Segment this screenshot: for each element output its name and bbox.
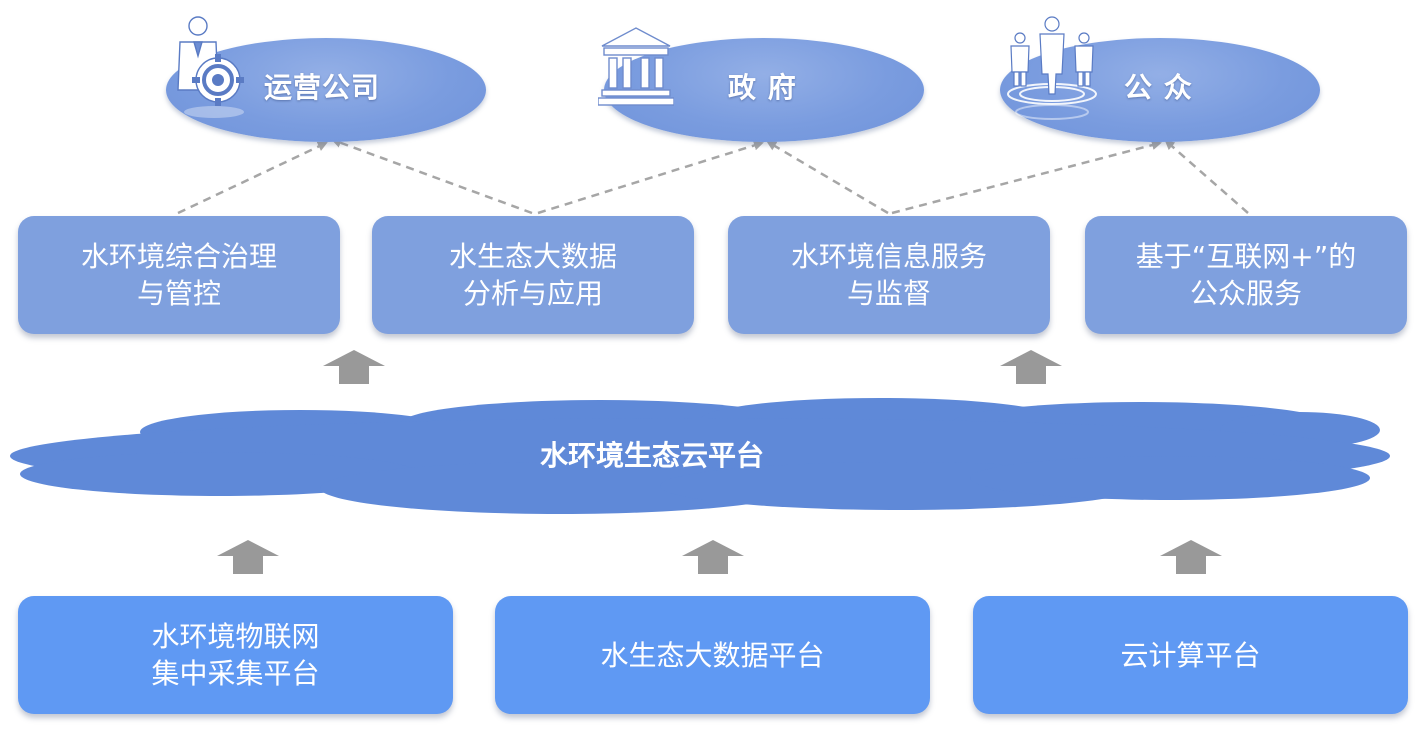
base-box-bigdata-platform: 水生态大数据平台 <box>495 596 930 714</box>
up-arrow-icon <box>682 540 744 574</box>
stakeholder-government-label: 政 府 <box>728 71 797 104</box>
app-box-line2: 公众服务 <box>1189 277 1302 310</box>
app-box-public-service: 基于“互联网+”的 公众服务 <box>1085 216 1407 334</box>
up-arrow-icon <box>1160 540 1222 574</box>
stakeholder-public-label: 公 众 <box>1124 71 1193 104</box>
cloud-platform-label: 水环境生态云平台 <box>540 439 765 472</box>
people-group-icon <box>1007 16 1097 120</box>
base-box-line2: 集中采集平台 <box>151 657 320 690</box>
base-box-line1: 水生态大数据平台 <box>600 638 825 672</box>
business-person-gear-icon <box>177 16 244 118</box>
base-box-iot-collection: 水环境物联网 集中采集平台 <box>18 596 453 714</box>
app-box-line2: 与管控 <box>136 277 221 310</box>
up-arrow-icon <box>323 350 385 384</box>
up-arrow-icon <box>217 540 279 574</box>
base-box-line1: 云计算平台 <box>1120 638 1261 672</box>
link-app2-to-company <box>331 138 533 215</box>
app-box-info-service: 水环境信息服务 与监督 <box>728 216 1050 334</box>
app-box-line1: 水生态大数据 <box>448 240 617 273</box>
link-app4-to-public <box>1164 139 1249 214</box>
link-app3-to-government <box>766 140 889 215</box>
app-box-line1: 水环境信息服务 <box>790 240 987 273</box>
up-arrow-icon <box>1000 350 1062 384</box>
app-box-line1: 基于“互联网+”的 <box>1135 240 1357 273</box>
link-app2-to-government <box>537 140 764 215</box>
government-building-icon <box>598 27 674 106</box>
stakeholder-company-label: 运营公司 <box>264 71 381 104</box>
app-box-line1: 水环境综合治理 <box>80 240 277 273</box>
app-box-water-governance: 水环境综合治理 与管控 <box>18 216 340 334</box>
app-box-bigdata-analysis: 水生态大数据 分析与应用 <box>372 216 694 334</box>
app-box-line2: 与监督 <box>846 277 931 310</box>
app-box-line2: 分析与应用 <box>462 277 603 310</box>
base-box-cloud-computing: 云计算平台 <box>973 596 1408 714</box>
base-box-line1: 水环境物联网 <box>151 620 320 653</box>
link-app3-to-public <box>891 140 1162 215</box>
